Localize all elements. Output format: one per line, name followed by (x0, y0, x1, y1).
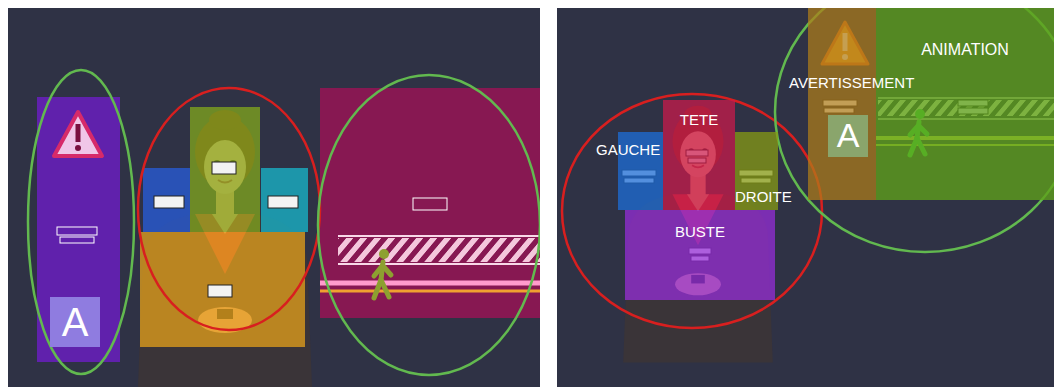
group-ellipse (138, 88, 320, 330)
group-ellipse (28, 70, 134, 374)
region-label: AVERTISSEMENT (789, 75, 914, 92)
tag-patch (212, 162, 236, 174)
region-box: AVERTISSEMENTA (808, 8, 876, 200)
left-zone (143, 168, 190, 232)
warning-triangle (54, 112, 102, 156)
group-ellipse (775, 8, 1054, 252)
symbol-box: A (50, 297, 100, 347)
region-label: ANIMATION (921, 41, 1009, 59)
tag-patch (60, 237, 94, 243)
region-label: GAUCHE (596, 142, 660, 159)
region-label: DROITE (735, 189, 792, 206)
tag-patch (268, 196, 298, 208)
region-label: BUSTE (675, 224, 725, 241)
tag-patch (208, 285, 232, 297)
symbol-letter: A (62, 300, 89, 344)
group-ellipse (562, 94, 822, 328)
crosswalk (320, 236, 540, 291)
right-zone (261, 168, 308, 232)
pedestrian (374, 249, 391, 298)
group-ellipse (318, 75, 540, 375)
region-box: GAUCHE (618, 132, 663, 210)
right-scene (562, 8, 1054, 363)
tag-patch (413, 198, 447, 210)
symbol-letter: A (837, 117, 860, 154)
symbol-box: A (828, 115, 868, 157)
left-panel (8, 8, 540, 387)
region-box: TETE (663, 100, 735, 210)
region-box: BUSTE (625, 210, 775, 300)
head-zone (190, 107, 260, 232)
tag-patch (57, 227, 97, 235)
warning-zone (37, 97, 120, 362)
tag-patch (154, 196, 184, 208)
region-box: ANIMATION (876, 8, 1054, 200)
region-box: DROITE (735, 132, 778, 210)
left-scene (28, 70, 540, 387)
animation-zone (320, 88, 540, 318)
region-label: TETE (680, 112, 718, 129)
